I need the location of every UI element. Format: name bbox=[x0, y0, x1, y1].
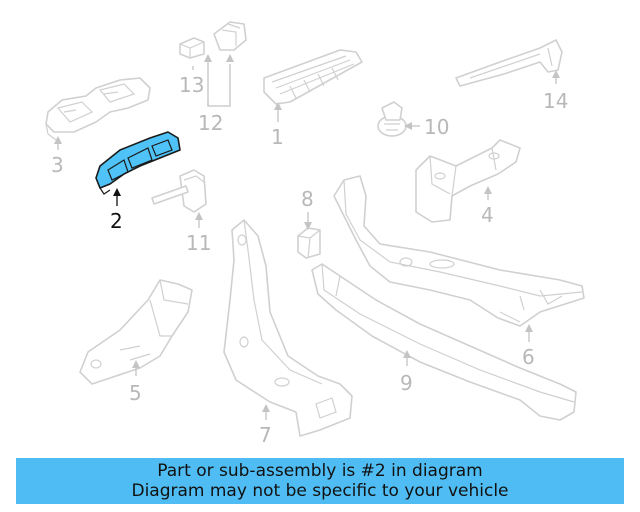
info-banner: Part or sub-assembly is #2 in diagram Di… bbox=[16, 458, 624, 504]
callout-8: 8 bbox=[301, 187, 314, 211]
part-5-angled-duct bbox=[79, 279, 193, 385]
callout-labels: 1 2 3 4 5 6 7 8 9 10 11 12 13 14 bbox=[51, 73, 568, 447]
part-4-bracket bbox=[415, 139, 521, 223]
part-14-trim-bar bbox=[455, 39, 563, 87]
callout-1: 1 bbox=[271, 125, 284, 149]
part-7-vertical-bracket bbox=[223, 219, 353, 437]
callout-10: 10 bbox=[424, 115, 449, 139]
part-11-pin bbox=[151, 169, 207, 213]
callout-4: 4 bbox=[481, 203, 494, 227]
part-6-floor-duct bbox=[333, 175, 585, 327]
part-10-grommet bbox=[377, 101, 407, 137]
callout-2: 2 bbox=[110, 209, 123, 233]
part-9-lower-duct bbox=[311, 263, 577, 421]
part-2-highlighted-duct bbox=[95, 131, 181, 195]
part-8-block bbox=[297, 227, 321, 259]
callout-12: 12 bbox=[198, 111, 223, 135]
callout-6: 6 bbox=[522, 345, 535, 369]
part-13-clip bbox=[179, 37, 205, 59]
callout-9: 9 bbox=[400, 371, 413, 395]
banner-line-2: Diagram may not be specific to your vehi… bbox=[131, 481, 509, 501]
part-1-grille bbox=[263, 49, 363, 105]
part-3-vent-assembly bbox=[45, 77, 151, 141]
callout-13: 13 bbox=[179, 73, 204, 97]
leader-lines bbox=[54, 54, 560, 420]
banner-line-1: Part or sub-assembly is #2 in diagram bbox=[157, 461, 483, 481]
callout-3: 3 bbox=[51, 153, 64, 177]
callout-11: 11 bbox=[186, 231, 211, 255]
callout-7: 7 bbox=[259, 423, 272, 447]
part-12-sensor bbox=[213, 21, 247, 51]
callout-5: 5 bbox=[129, 381, 142, 405]
callout-14: 14 bbox=[543, 89, 568, 113]
